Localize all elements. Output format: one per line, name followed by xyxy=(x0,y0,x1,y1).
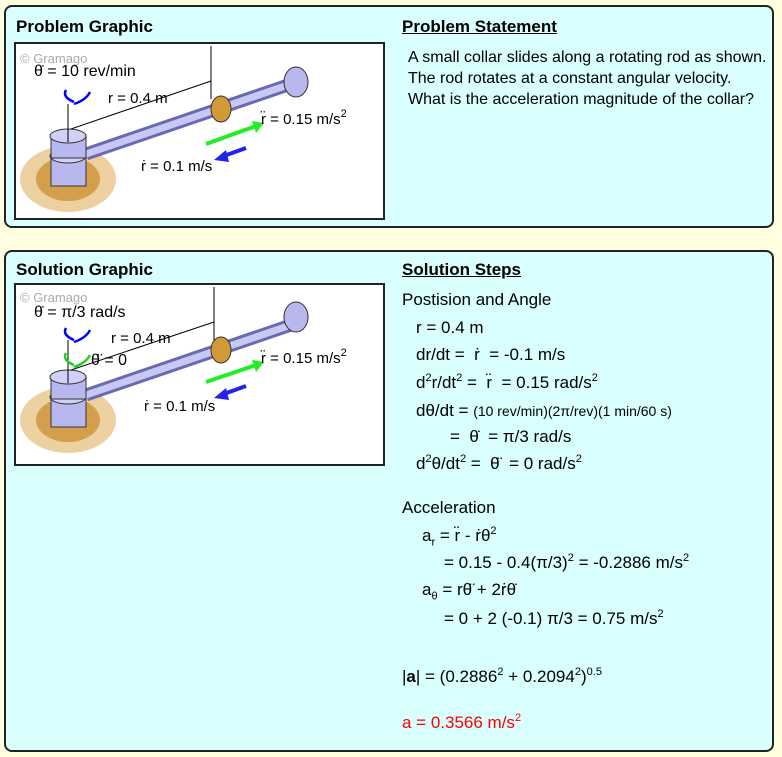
r-dot-label: ṙ = 0.1 m/s xyxy=(141,158,213,175)
problem-graphic-title: Problem Graphic xyxy=(16,17,153,36)
theta-dot-label: θ̇ = π/3 rad/s xyxy=(34,304,126,321)
step-magnitude: |a| = (0.28862 + 0.20942)0.5 xyxy=(402,666,602,686)
copyright: © Gramago xyxy=(20,51,88,66)
step-theta-dot-value: = θ̇ = π/3 rad/s xyxy=(450,427,572,446)
problem-statement-title: Problem Statement xyxy=(402,17,557,36)
final-answer: a = 0.3566 m/s2 xyxy=(402,712,522,732)
step-r-dot: dr/dt = ṙ = -0.1 m/s xyxy=(416,345,566,364)
r-ddot-label: r̈ = 0.15 m/s2 xyxy=(261,108,347,128)
acceleration-heading: Acceleration xyxy=(402,498,496,517)
position-heading: Postision and Angle xyxy=(402,290,552,309)
problem-graphic: © Gramago θ̇ = 10 rev/min r = 0.4 m r̈ =… xyxy=(14,42,385,220)
r-label: r = 0.4 m xyxy=(111,330,171,347)
rotating-rod-diagram xyxy=(20,287,309,453)
rotating-rod-diagram xyxy=(20,46,309,212)
theta-dot-label: θ̇ = 10 rev/min xyxy=(34,63,136,80)
step-r: r = 0.4 m xyxy=(416,318,484,337)
problem-panel: Problem Graphic Problem Statement © Gram… xyxy=(4,5,774,228)
step-a-theta-value: = 0 + 2 (-0.1) π/3 = 0.75 m/s2 xyxy=(444,608,664,628)
theta-ddot-label: θ̈ = 0 xyxy=(91,352,128,369)
solution-steps-title: Solution Steps xyxy=(402,260,521,279)
r-dot-label: ṙ = 0.1 m/s xyxy=(144,398,216,415)
copyright: © Gramago xyxy=(20,290,88,305)
step-a-r-value: = 0.15 - 0.4(π/3)2 = -0.2886 m/s2 xyxy=(444,552,690,572)
step-theta-ddot: d2θ/dt2 = θ̈ = 0 rad/s2 xyxy=(416,453,582,473)
solution-graphic: © Gramago θ̇ = π/3 rad/s r = 0.4 m θ̈ = … xyxy=(14,283,385,466)
problem-statement: A small collar slides along a rotating r… xyxy=(408,49,767,108)
r-label: r = 0.4 m xyxy=(108,90,168,107)
solution-panel: Solution Graphic Solution Steps © Gramag… xyxy=(4,250,774,752)
step-a-r: ar = r̈ - ṙθ2 xyxy=(422,525,497,549)
step-r-ddot: d2r/dt2 = r̈ = 0.15 rad/s2 xyxy=(416,372,598,392)
step-theta-dot: dθ/dt = (10 rev/min)(2π/rev)(1 min/60 s) xyxy=(416,401,672,420)
step-a-theta: aθ = rθ̈ + 2ṙθ̇ xyxy=(422,580,517,603)
solution-graphic-title: Solution Graphic xyxy=(16,260,153,279)
r-ddot-label: r̈ = 0.15 m/s2 xyxy=(261,347,347,367)
